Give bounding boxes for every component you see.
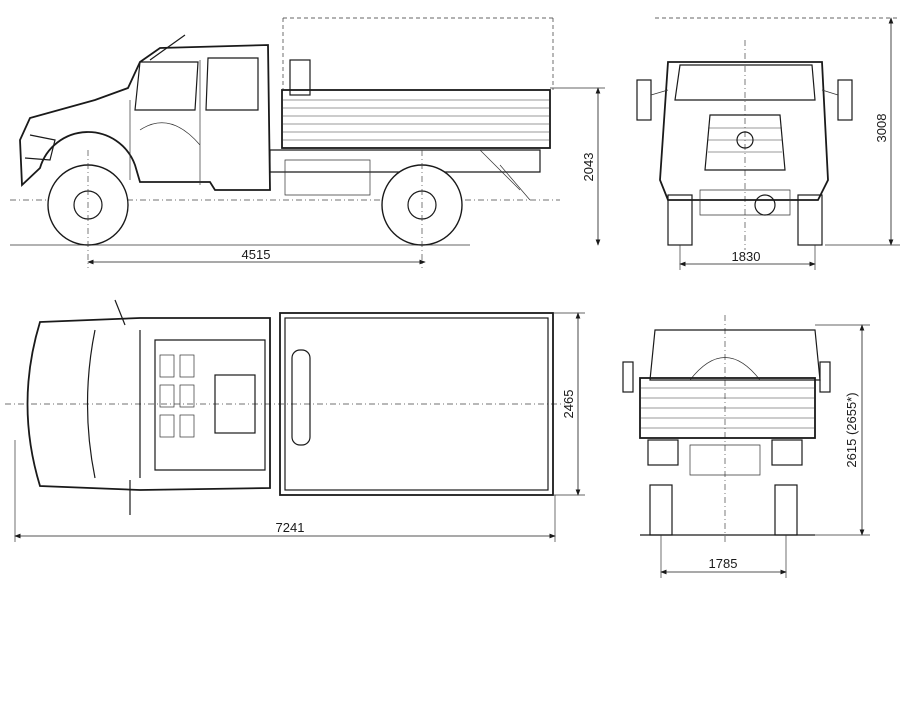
dim-rear-width: 2615 (2655*) [844,392,859,467]
dim-wheelbase: 4515 [242,247,271,262]
grille-lines [708,127,782,153]
tailgate-slats [640,387,815,429]
dim-front-track: 1830 [732,249,761,264]
bed-slats [282,99,550,141]
dim-rear-track: 1785 [709,556,738,571]
dim-overall-length: 7241 [276,520,305,535]
top-view: 2465 7241 [5,299,585,542]
front-view: 3008 1830 [636,17,900,270]
side-view: 4515 2043 [10,17,605,268]
dim-body-width: 2465 [561,390,576,419]
dim-overall-height: 3008 [874,114,889,143]
dim-side-height: 2043 [581,153,596,182]
roof-ribs [159,354,195,438]
rear-view: 2615 (2655*) 1785 [622,315,870,578]
